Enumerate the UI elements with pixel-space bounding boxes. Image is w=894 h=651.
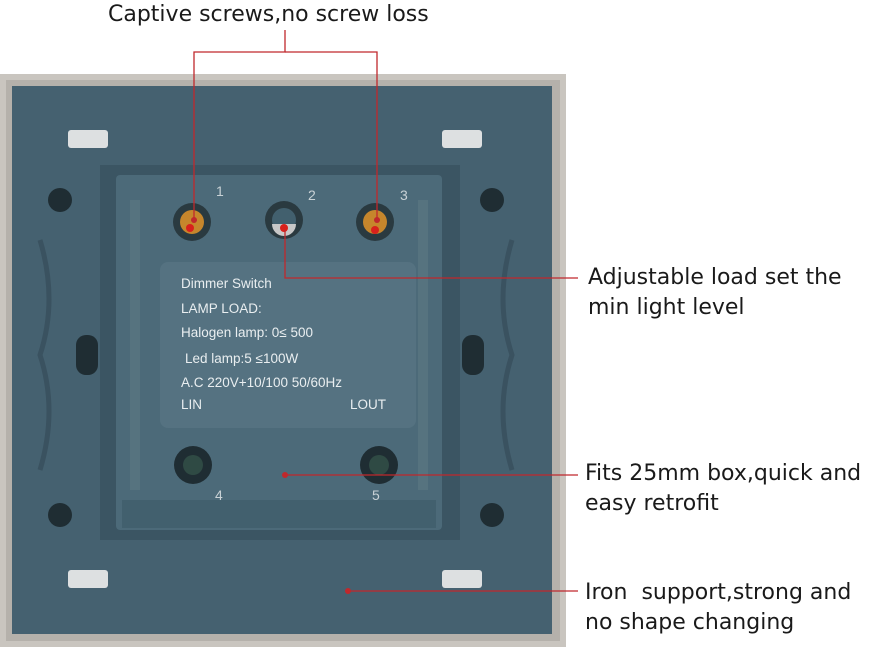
module-bottom xyxy=(122,500,436,528)
leader-dot xyxy=(191,217,197,223)
label-lout: LOUT xyxy=(350,397,386,412)
plate-edge xyxy=(500,239,515,471)
plate-clip xyxy=(68,570,108,588)
callout-fits-box-line1: Fits 25mm box,quick and xyxy=(585,461,862,486)
mounting-hole xyxy=(48,188,72,212)
label-lamp-load: LAMP LOAD: xyxy=(181,301,262,316)
screw-dot xyxy=(280,224,288,232)
callout-fits-box-line2: easy retrofit xyxy=(585,491,719,516)
terminal-number-5: 5 xyxy=(372,487,380,503)
screw-head xyxy=(183,455,203,475)
module-rib xyxy=(418,200,428,490)
callout-iron-support: Iron support,strong and no shape changin… xyxy=(585,578,851,638)
leader-captive-screws xyxy=(193,30,286,218)
mounting-slot xyxy=(462,335,484,375)
plate-edge xyxy=(37,239,52,471)
callout-fits-box: Fits 25mm box,quick and easy retrofit xyxy=(585,459,861,519)
label-ac-rating: A.C 220V+10/100 50/60Hz xyxy=(181,375,342,390)
leader-dot xyxy=(282,472,288,478)
callout-adjustable-load-line2: min light level xyxy=(588,295,745,320)
terminal-number-2: 2 xyxy=(308,187,316,203)
label-halogen: Halogen lamp: 0≤ 500 xyxy=(181,325,313,340)
screw-dot xyxy=(186,224,194,232)
mounting-hole xyxy=(480,503,504,527)
mounting-hole xyxy=(48,503,72,527)
callout-captive-screws: Captive screws,no screw loss xyxy=(108,0,429,30)
terminal-number-3: 3 xyxy=(400,187,408,203)
plate-clip xyxy=(442,130,482,148)
label-lin: LIN xyxy=(181,397,202,412)
leader-dot xyxy=(374,217,380,223)
mounting-slot xyxy=(76,335,98,375)
callout-adjustable-load: Adjustable load set the min light level xyxy=(588,263,842,323)
rating-label xyxy=(160,262,416,428)
label-dimmer-switch: Dimmer Switch xyxy=(181,276,272,291)
leader-lines xyxy=(193,30,578,592)
callout-adjustable-load-line1: Adjustable load set the xyxy=(588,265,842,290)
terminal-number-1: 1 xyxy=(216,183,224,199)
screw-head xyxy=(369,455,389,475)
plate-clip xyxy=(442,570,482,588)
module-rib xyxy=(130,200,140,490)
mounting-hole xyxy=(480,188,504,212)
callout-iron-support-line1: Iron support,strong and xyxy=(585,580,852,605)
screw-dot xyxy=(371,226,379,234)
leader-adjustable-load xyxy=(284,230,578,279)
callout-captive-screws-text: Captive screws,no screw loss xyxy=(108,2,429,27)
leader-captive-screws-right xyxy=(285,51,378,218)
leader-dot xyxy=(345,588,351,594)
label-led: Led lamp:5 ≤100W xyxy=(185,351,298,366)
terminal-number-4: 4 xyxy=(215,487,223,503)
plate-clip xyxy=(68,130,108,148)
callout-iron-support-line2: no shape changing xyxy=(585,610,795,635)
